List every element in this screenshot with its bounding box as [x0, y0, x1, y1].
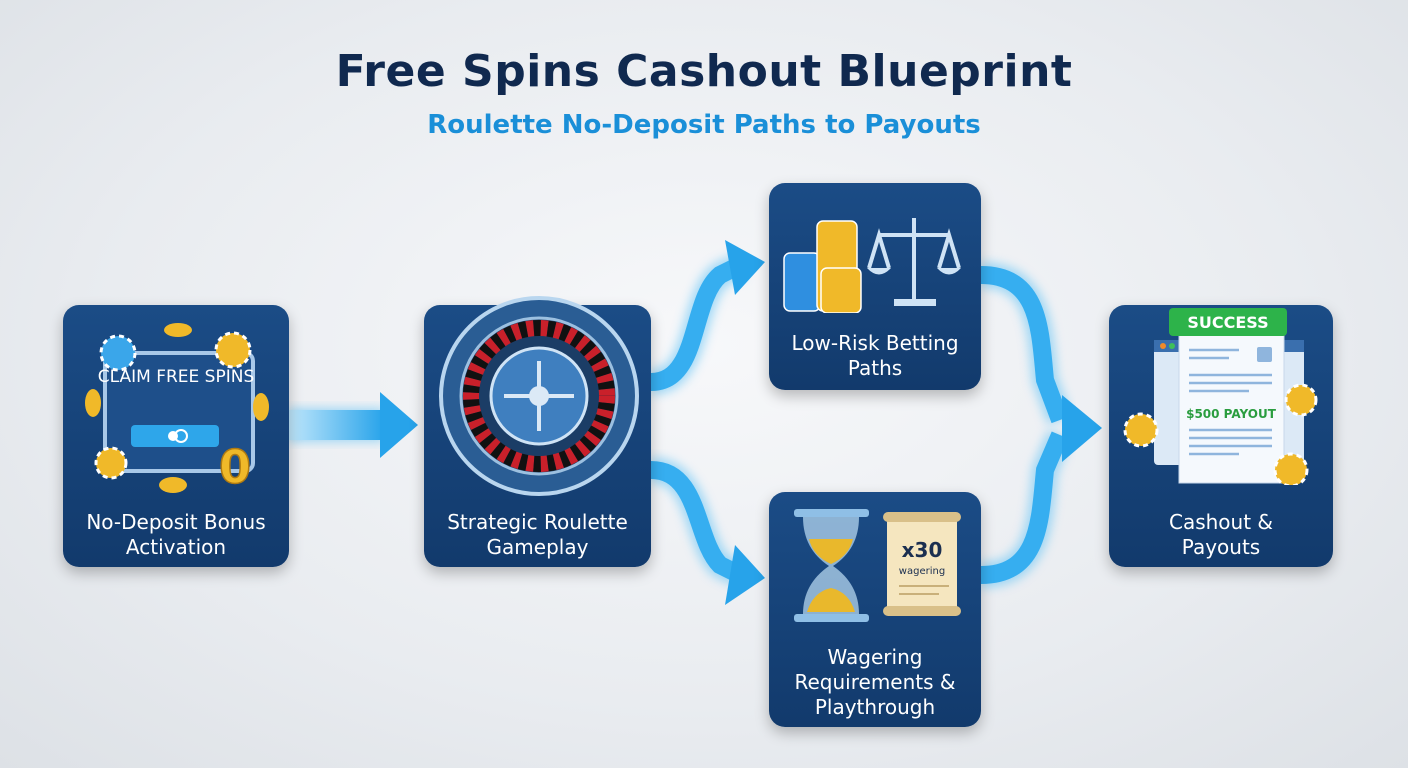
success-banner: SUCCESS	[1187, 313, 1268, 332]
chips-and-scale-icon	[783, 218, 961, 313]
hourglass-and-scroll-icon: x30 wagering	[794, 509, 961, 622]
step-label: Strategic Roulette Gameplay	[447, 510, 628, 559]
claim-free-spins-text: CLAIM FREE SPINS	[97, 367, 255, 387]
arrow-step4-to-step5	[980, 395, 1102, 588]
step-card-roulette-gameplay: Strategic Roulette Gameplay	[424, 296, 651, 567]
arrow-step2-to-step3	[649, 240, 765, 395]
step-label: Low-Risk Betting Paths	[791, 331, 959, 380]
arrow-step2-to-step4	[649, 457, 765, 605]
zero-badge: 0	[219, 440, 251, 494]
scroll-multiplier: x30	[902, 538, 943, 562]
step-label: No-Deposit Bonus Activation	[86, 510, 266, 559]
step-card-wagering-requirements: x30 wagering Wagering Requirements & Pla…	[769, 492, 981, 727]
tablet-with-chips-icon: 0	[85, 323, 269, 495]
step-card-cashout-payouts: $500 PAYOUT SUCCESS Cashout & Payouts	[1109, 305, 1333, 567]
step-card-low-risk-betting: Low-Risk Betting Paths	[769, 183, 981, 390]
arrow-step3-to-step5	[980, 262, 1073, 425]
payout-document-icon: $500 PAYOUT SUCCESS	[1123, 308, 1318, 485]
step-card-bonus-activation: 0 CLAIM FREE SPINS No-Deposit Bonus Acti…	[63, 305, 289, 567]
scroll-text: wagering	[899, 566, 945, 577]
step-label: Cashout & Payouts	[1168, 510, 1274, 559]
page-title: Free Spins Cashout Blueprint	[335, 46, 1073, 97]
page-subtitle: Roulette No-Deposit Paths to Payouts	[427, 110, 981, 140]
arrow-step1-to-step2	[289, 392, 418, 458]
payout-amount: $500 PAYOUT	[1186, 407, 1277, 421]
roulette-wheel-icon	[439, 296, 639, 496]
step-label: Wagering Requirements & Playthrough	[794, 645, 956, 719]
